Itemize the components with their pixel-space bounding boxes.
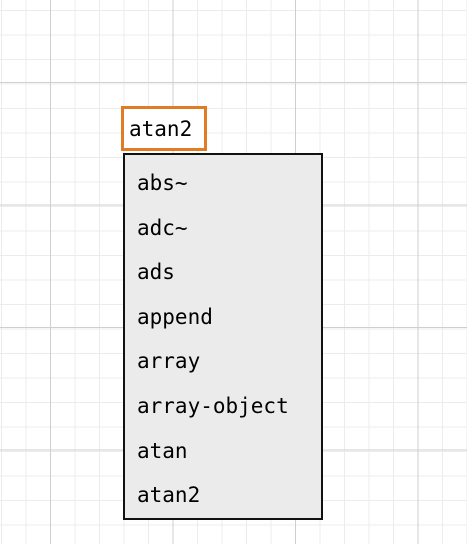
autocomplete-item-abs[interactable]: abs~ <box>137 171 188 195</box>
autocomplete-item-array-object[interactable]: array-object <box>137 393 289 418</box>
autocomplete-item-ads[interactable]: ads <box>137 260 175 285</box>
object-text-input[interactable]: atan2 <box>129 117 193 141</box>
autocomplete-item-append[interactable]: append <box>137 304 213 329</box>
autocomplete-item-atan2[interactable]: atan2 <box>137 483 201 508</box>
autocomplete-item-atan[interactable]: atan <box>137 438 188 463</box>
autocomplete-item-array[interactable]: array <box>137 349 201 374</box>
autocomplete-item-adc[interactable]: adc~ <box>137 215 188 240</box>
object-box-editing[interactable]: atan2 <box>121 106 207 151</box>
autocomplete-menu: abs~ adc~ ads append array array-object … <box>123 153 323 520</box>
